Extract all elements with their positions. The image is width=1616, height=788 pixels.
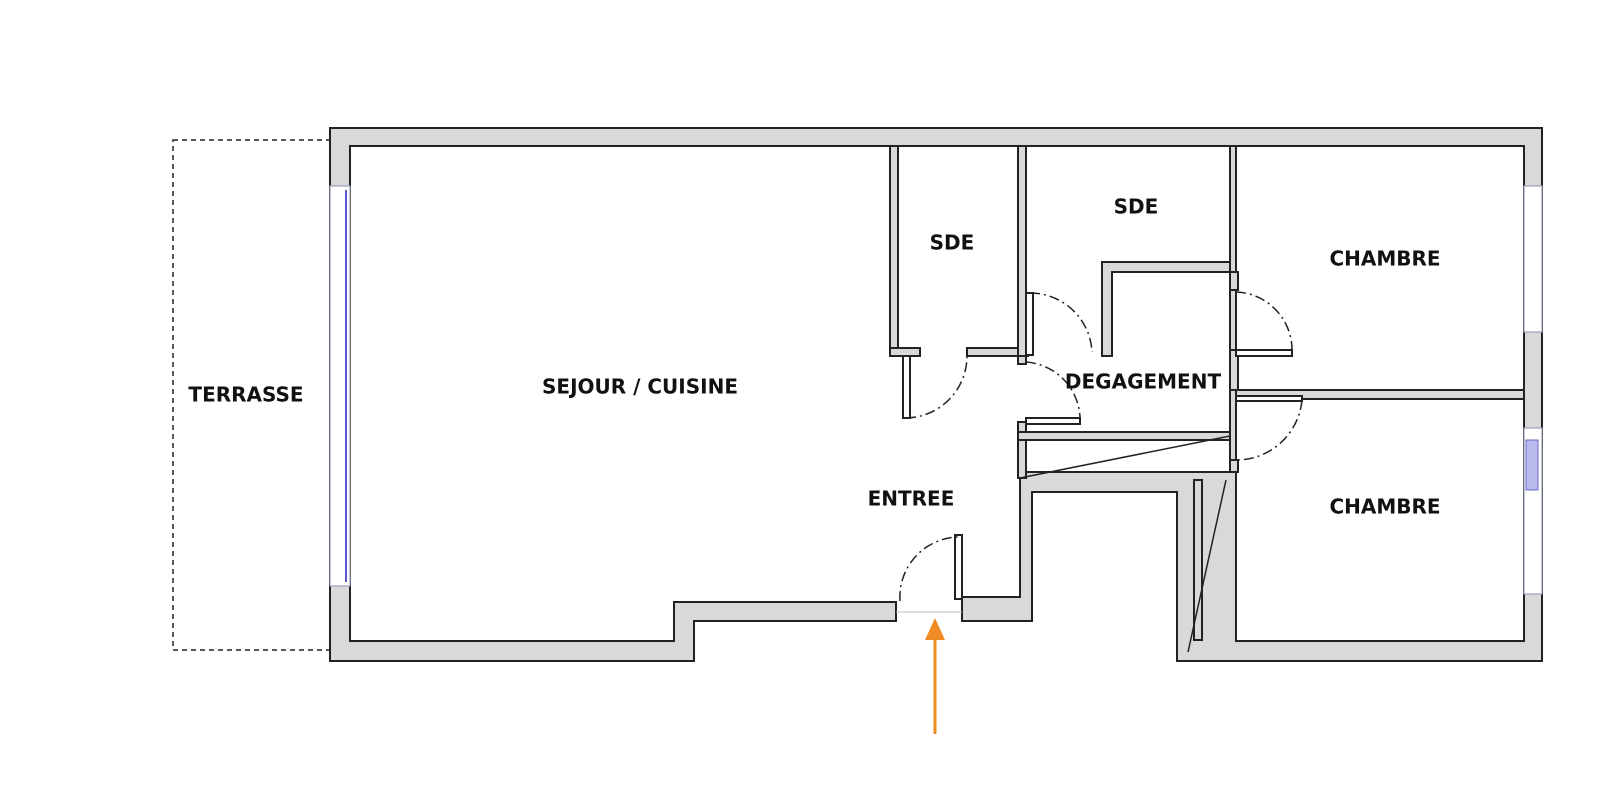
degagement-wall-left-bottom [1017,421,1027,479]
sde2-step-wall [1101,261,1231,357]
label-degagement: DEGAGEMENT [1065,370,1222,394]
sde-wall-left [889,145,899,357]
label-terrasse: TERRASSE [188,383,303,407]
entrance-arrow-head [925,618,945,640]
entrance-door-leaf [954,534,963,600]
label-chambre-2: CHAMBRE [1329,495,1440,519]
chambre2-door-swing [1235,399,1303,461]
bedroom-divider [1235,389,1525,400]
entrance-arrow-icon [925,618,945,734]
bedroom-wall-right-mid [1229,349,1239,391]
label-chambre-1: CHAMBRE [1329,247,1440,271]
cupboard-line [1019,435,1231,479]
bedroom2-window-pane [1525,439,1539,491]
sde1-door-swing [905,355,968,419]
bedroom1-window [1523,185,1543,333]
degagement-door-swing [1025,361,1081,419]
sde2-door-leaf [1025,292,1034,356]
chambre2-door-leaf [1235,395,1303,402]
entrance-door-swing [899,536,959,602]
bedroom-wall-right-lower [1229,459,1239,473]
label-sde-1: SDE [930,231,975,255]
chambre1-door-swing [1235,291,1293,351]
cupboard-line-lower [1187,479,1227,653]
label-sejour-cuisine: SEJOUR / CUISINE [542,375,738,399]
sde2-door-swing [1029,292,1093,353]
label-sde-2: SDE [1114,195,1159,219]
degagement-wall-bottom [1017,431,1231,441]
degagement-door-leaf [1025,417,1081,425]
bedroom-wall-right-upper [1229,271,1239,291]
sde1-door-leaf [902,355,911,419]
degagement-wall-left-top [1017,355,1027,365]
label-entree: ENTREE [868,487,955,511]
sde-partition [1017,145,1027,357]
walls [329,127,1543,662]
chambre1-door-leaf [1235,349,1293,357]
sde-wall-bottom [889,347,921,357]
closet-wall-left [1193,479,1203,641]
